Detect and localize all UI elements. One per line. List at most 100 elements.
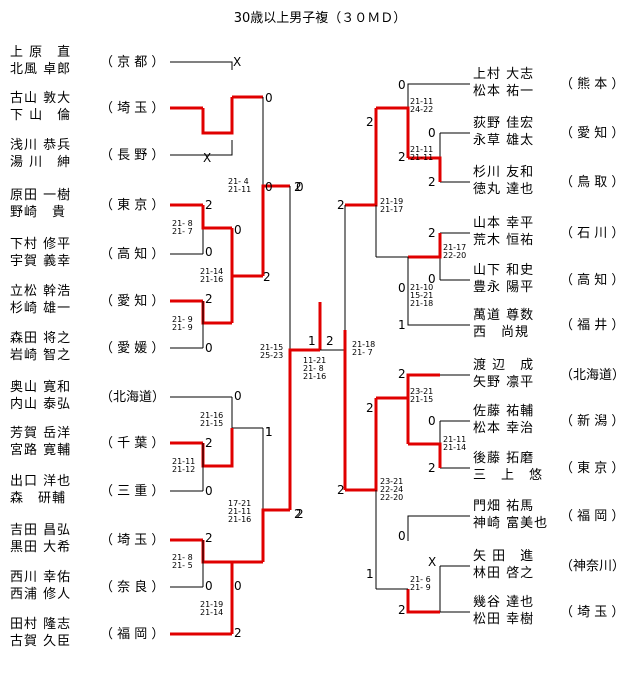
score: 1 <box>398 318 406 332</box>
entries: 上 原 直北風 卓郎（ 京 都 ）古山 敦大下 山 倫（ 埼 玉 ）浅川 恭兵湯… <box>10 45 625 649</box>
left-r1b-winner <box>201 205 232 230</box>
right-entry-player2: 豊永 陽平 <box>473 280 534 295</box>
right-entry-player1: 山下 和史 <box>473 263 534 278</box>
game-scores: 21-18 <box>410 299 433 308</box>
left-entry-player2: 宮路 寛輔 <box>10 442 71 458</box>
score: 1 <box>265 425 273 439</box>
left-r3b-winner <box>261 508 290 562</box>
right-entry-prefecture: （ 鳥 取 ） <box>560 175 624 190</box>
right-r1c-winner <box>408 442 442 468</box>
score: 2 <box>428 226 436 240</box>
right-entry-player2: 矢野 凛平 <box>473 374 534 390</box>
score: 0 <box>428 272 436 286</box>
score: 0 <box>398 78 406 92</box>
left-r1a-bot-arm <box>201 97 234 135</box>
left-entry-prefecture: （ 京 都 ） <box>100 55 164 70</box>
right-r2a-top <box>407 83 440 108</box>
left-entry-player2: 湯 川 紳 <box>10 155 71 170</box>
right-entry-prefecture: （ 福 岡 ） <box>560 509 624 524</box>
left-entry-player2: 森 研輔 <box>10 491 66 506</box>
game-scores: 21- 7 <box>352 348 373 357</box>
game-scores: 21- 5 <box>172 561 193 570</box>
score: 2 <box>294 180 302 194</box>
game-scores: 21-16 <box>228 515 251 524</box>
score: 2 <box>337 198 345 212</box>
right-entry-prefecture: （ 高 知 ） <box>560 272 624 288</box>
right-r2d-bot <box>406 589 440 614</box>
score: 0 <box>205 579 213 593</box>
game-scores: 21-17 <box>443 243 466 252</box>
right-entry-prefecture: （ 新 潟 ） <box>560 413 624 429</box>
score: 2 <box>296 507 304 521</box>
game-scores: 21- 8 <box>172 219 193 228</box>
right-r2c-top <box>406 373 440 444</box>
right-r2d-top <box>407 515 440 541</box>
right-entry-player2: 神崎 富美也 <box>473 515 548 531</box>
game-scores: 22-20 <box>443 251 466 260</box>
score: 1 <box>265 425 273 439</box>
game-scores: 22-20 <box>380 493 403 502</box>
left-entry-player2: 北風 卓郎 <box>10 62 71 77</box>
right-entry-player2: 荒木 恒祐 <box>473 233 534 248</box>
right-entry-player1: 幾谷 達也 <box>473 595 534 610</box>
left-entry-player1: 奥山 寛和 <box>10 379 71 395</box>
left-r3a-winner <box>261 184 290 276</box>
right-r1b-winner <box>408 233 442 259</box>
score: 2 <box>337 483 345 497</box>
right-entry-player1: 矢 田 進 <box>473 549 534 564</box>
game-scores: 23-21 <box>380 477 403 486</box>
left-entry-prefecture: （ 三 重 ） <box>100 483 164 499</box>
left-entry-prefecture: （ 奈 良 ） <box>100 579 164 595</box>
game-scores: 21-15 <box>410 395 433 404</box>
right-entry-prefecture: （北海道） <box>560 368 625 383</box>
left-entry-prefecture: （ 愛 媛 ） <box>100 341 164 356</box>
left-entry-player2: 下 山 倫 <box>10 108 71 123</box>
score: 1 <box>308 334 316 348</box>
score: 2 <box>205 292 213 306</box>
right-entry-prefecture: （ 石 川 ） <box>560 226 624 241</box>
right-entry-player2: 西 尚規 <box>473 325 529 340</box>
score: 0 <box>205 484 213 498</box>
left-entry-prefecture: （北海道） <box>100 390 165 405</box>
score: 0 <box>398 281 406 295</box>
score: 0 <box>205 341 213 355</box>
left-entry-player1: 上 原 直 <box>10 45 71 60</box>
score: 2 <box>294 507 302 521</box>
game-scores: 22-24 <box>380 485 403 494</box>
right-entry-player2: 徳丸 達也 <box>473 182 534 197</box>
game-scores: 21-17 <box>380 205 403 214</box>
left-entry-player1: 古山 敦大 <box>10 90 71 106</box>
game-scores: 11-21 <box>303 356 326 365</box>
game-scores: 21- 6 <box>410 575 431 584</box>
left-entry-prefecture: （ 長 野 ） <box>100 148 164 163</box>
right-entry-player2: 松田 幸樹 <box>473 612 534 627</box>
game-scores: 21- 9 <box>410 583 431 592</box>
left-entry-player2: 野崎 貴 <box>10 205 66 220</box>
right-r1a-winner <box>408 156 442 182</box>
score: 1 <box>366 567 374 581</box>
left-entry-player2: 内山 泰弘 <box>10 396 71 412</box>
score: 0 <box>234 223 242 237</box>
game-scores: 21-19 <box>200 600 223 609</box>
score: 2 <box>205 436 213 450</box>
right-entry-player2: 林田 啓之 <box>473 566 534 581</box>
left-entry-prefecture: （ 福 岡 ） <box>100 627 164 642</box>
game-scores: 23-21 <box>410 387 433 396</box>
game-scores: 21- 9 <box>172 323 193 332</box>
score: 0 <box>296 180 304 194</box>
left-entry-player1: 下村 修平 <box>10 237 71 252</box>
right-entry-player1: 佐藤 祐輔 <box>473 404 534 419</box>
game-scores: 21-19 <box>380 197 403 206</box>
game-scores: 21-15 <box>200 419 223 428</box>
score: 2 <box>398 150 406 164</box>
left-entry-player1: 浅川 恭兵 <box>10 138 71 153</box>
left-entry-player1: 森田 将之 <box>10 331 71 346</box>
game-scores: 25-23 <box>260 351 283 360</box>
game-scores: 21- 9 <box>172 315 193 324</box>
right-r2b-bot <box>407 257 440 326</box>
score: 2 <box>398 367 406 381</box>
score: 2 <box>326 334 334 348</box>
right-entry-prefecture: （ 東 京 ） <box>560 460 624 476</box>
left-entry-player1: 出口 洋也 <box>10 474 71 489</box>
